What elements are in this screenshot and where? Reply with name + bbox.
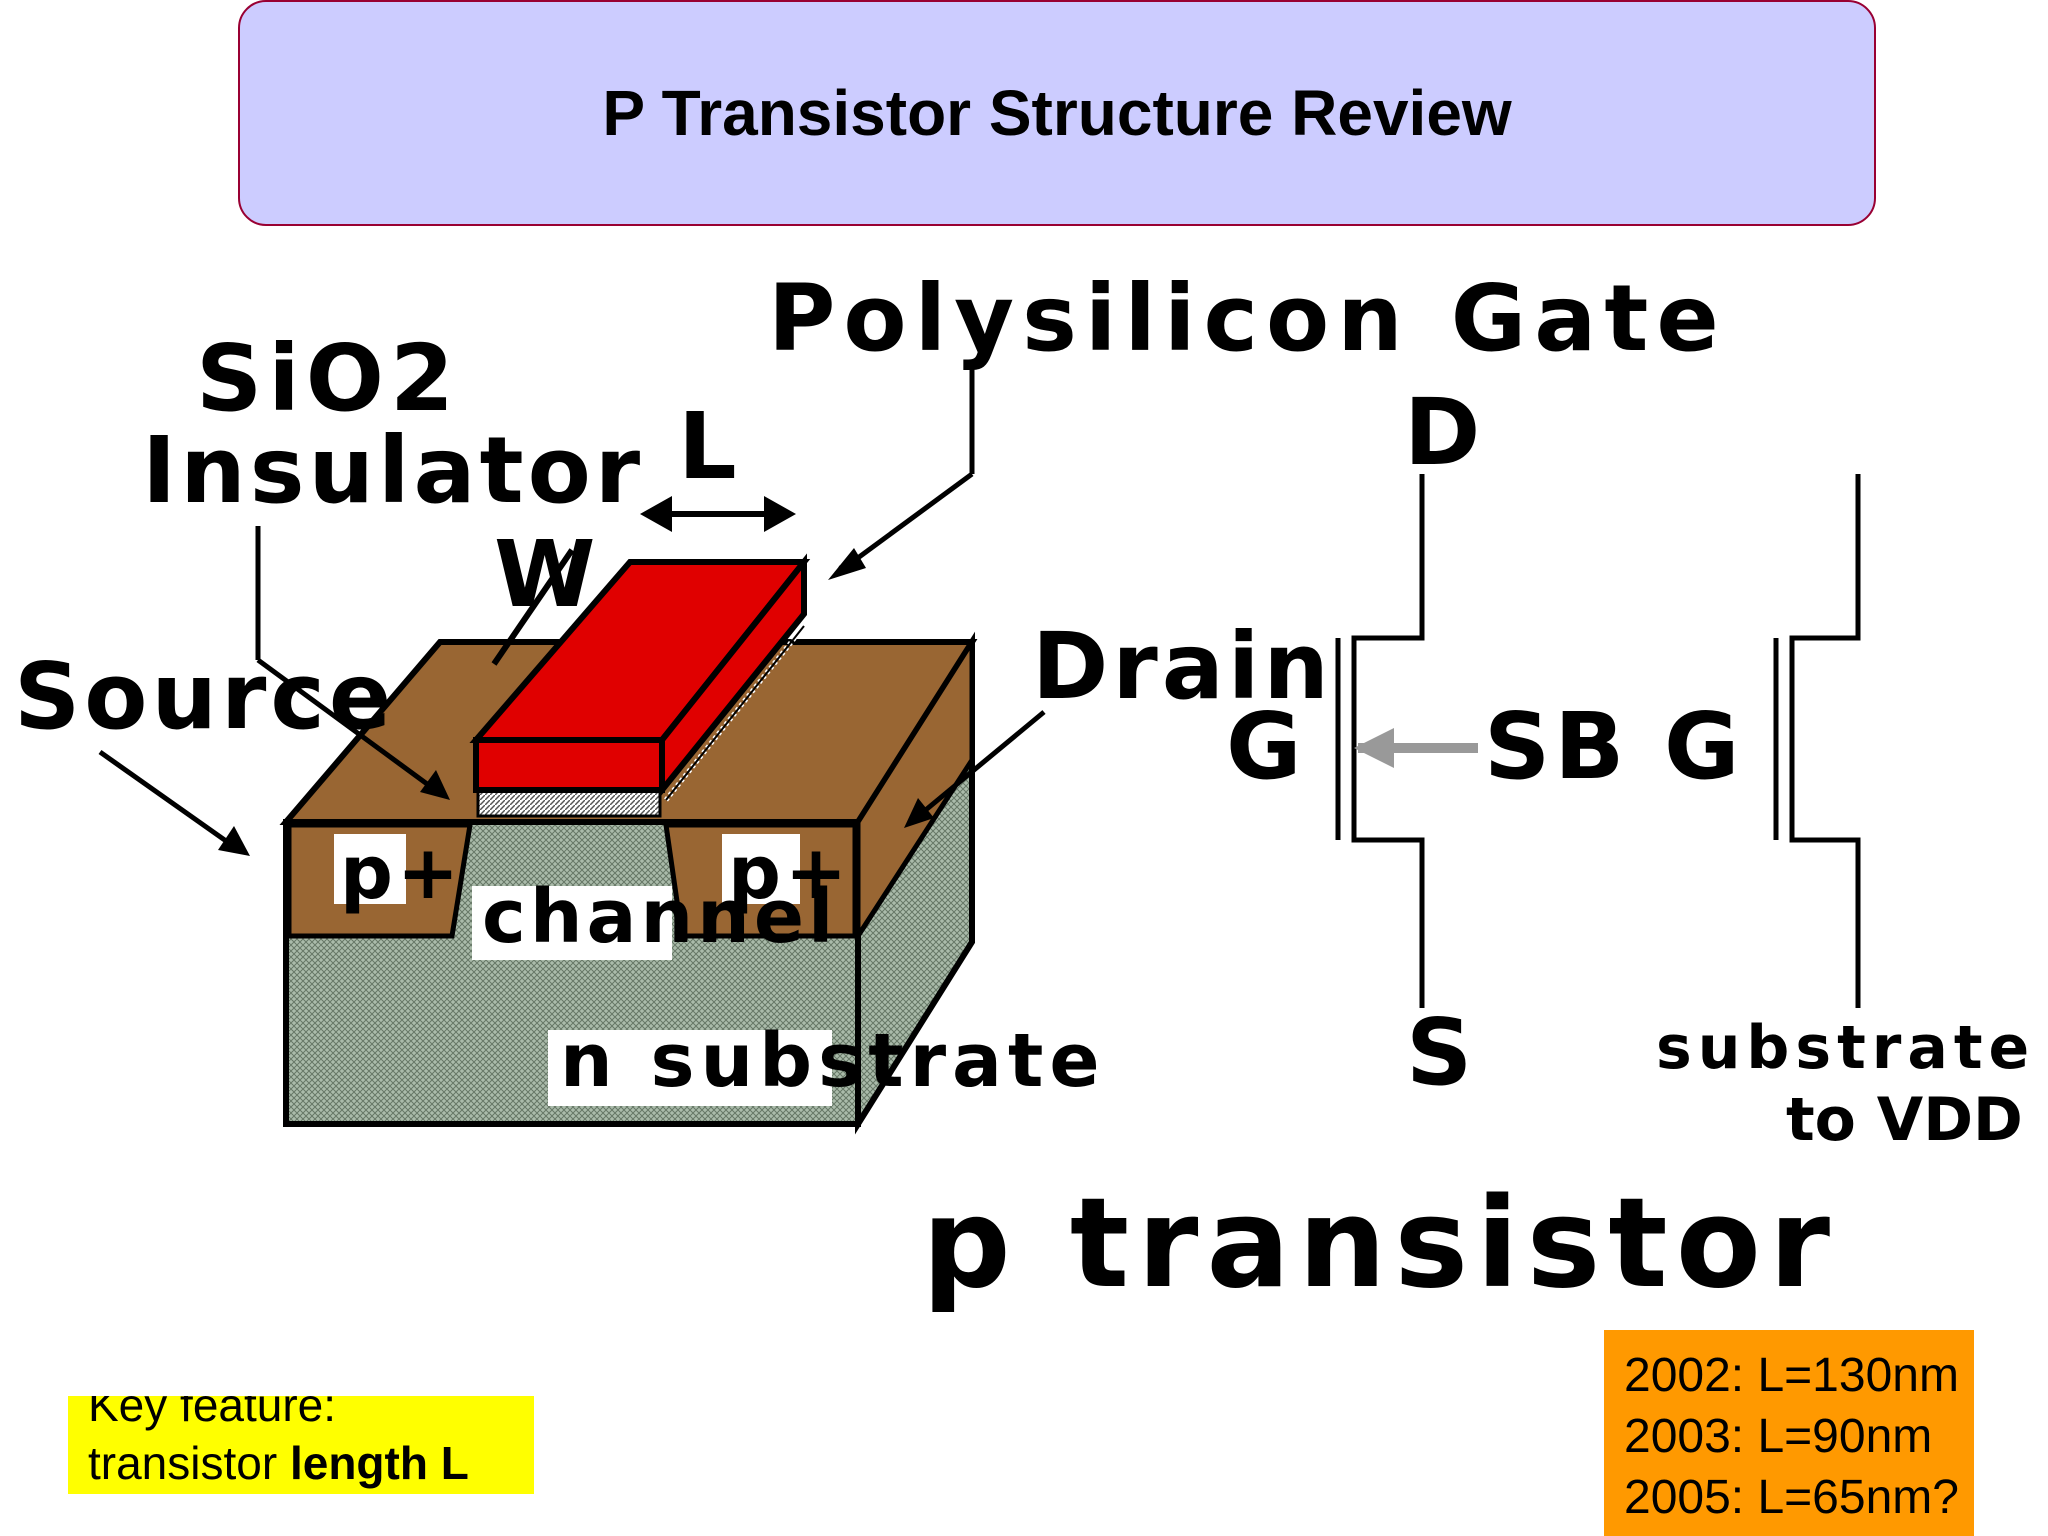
sio2-label: SiO2 [196,325,460,432]
to-vdd-label: to VDD [1786,1085,2023,1155]
oxide-layer [476,788,662,818]
gate-front [473,737,665,793]
date-line-2003: 2003: L=90nm [1624,1410,1933,1463]
key-feature-line1: Key feature: [88,1396,337,1431]
key-feature-bold: length L [289,1437,469,1489]
date-line-2002: 2002: L=130nm [1624,1349,1959,1402]
symbol2-lead [1789,474,1861,1008]
symbol2-g-label: G [1664,693,1740,800]
title-box: P Transistor Structure Review [238,0,1876,226]
date-line-2005: 2005: L=65nm? [1624,1471,1959,1524]
gate-side [659,553,807,799]
drain-pointer [914,710,1046,820]
polysilicon-gate-label: Polysilicon Gate [768,265,1727,372]
channel-label: channel [482,874,837,960]
insulator-label: Insulator [142,417,644,524]
slide-title: P Transistor Structure Review [602,77,1512,149]
symbol-sb-label: SB [1484,693,1628,800]
symbol-d-label: D [1404,379,1480,486]
key-feature-prefix: transistor [88,1437,290,1489]
width-arrow [491,548,575,666]
p-plus-right-bg [722,834,800,904]
p-plus-left-label: p+ [340,830,463,916]
channel-bg [472,886,672,960]
node-dates-box: 2002: L=130nm 2003: L=90nm 2005: L=65nm? [1604,1330,1974,1536]
width-label: W [494,521,595,628]
p-plus-right-label: p+ [728,830,851,916]
symbol-g-label: G [1226,693,1302,800]
drain-diffusion-side [855,633,975,945]
source-label: Source [14,643,395,750]
symbol-drain-lead [1351,474,1425,1008]
symbol-s-label: S [1406,999,1472,1106]
n-substrate-bg [548,1030,832,1106]
substrate-label: substrate [1656,1013,2035,1083]
source-pointer [98,749,238,851]
key-feature-note: Key feature: transistor length L [68,1396,534,1494]
length-label: L [678,393,737,500]
key-feature-line2: transistor length L [88,1434,534,1492]
drain-label: Drain [1032,613,1333,720]
n-substrate-label: n substrate [560,1018,1106,1104]
p-plus-left-bg [334,834,406,904]
p-transistor-caption: p transistor [922,1172,1838,1316]
